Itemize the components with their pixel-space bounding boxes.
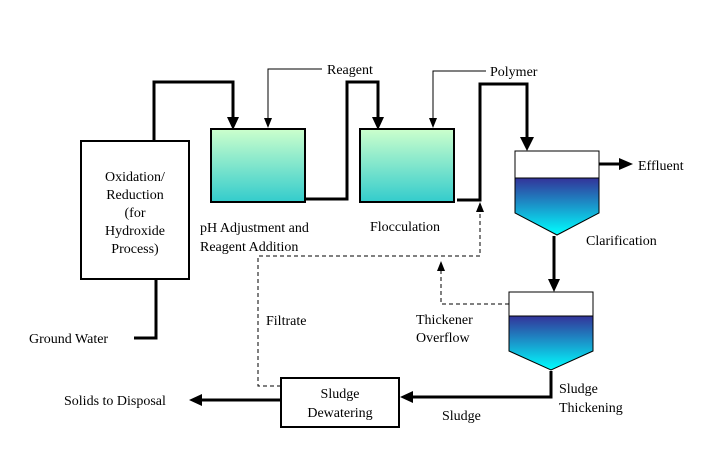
thickener-water <box>508 291 594 317</box>
ph-tank-inlet-arrow <box>227 117 239 130</box>
thickener-body <box>508 315 594 371</box>
sludge-line <box>411 371 553 399</box>
reagent-branch-line <box>305 80 380 201</box>
clarifier-body <box>514 177 600 236</box>
thickener-inlet-arrow <box>548 279 560 292</box>
clarifier-inlet-arrow <box>520 137 534 151</box>
sludge-dewatering-label-line-1: Sludge <box>321 387 360 402</box>
thickener-overflow-arrow <box>437 261 445 271</box>
sludge-label: Sludge <box>442 409 481 424</box>
flocculation-tank <box>359 128 455 203</box>
oxidation-label-line-2: Reduction <box>106 188 164 203</box>
ph-adjustment-label-line-1: pH Adjustment and <box>200 221 309 236</box>
filtrate-arrow <box>476 202 484 212</box>
sludge-dewatering-box <box>280 377 400 428</box>
polymer-feed-line <box>432 70 486 119</box>
sludge-arrow <box>400 391 413 403</box>
polymer-label: Polymer <box>490 65 538 80</box>
thickener-overflow-line <box>440 270 509 305</box>
reagent-feed-line <box>267 68 322 119</box>
oxidation-label-line-1: Oxidation/ <box>105 170 165 185</box>
oxidation-reduction-unit: Oxidation/ Reduction (for Hydroxide Proc… <box>80 140 190 280</box>
reagent-arrow <box>264 118 272 128</box>
oxidation-label-line-5: Process) <box>111 242 159 257</box>
effluent-arrow <box>619 158 633 170</box>
ground-water-line <box>134 279 158 340</box>
reagent-label: Reagent <box>327 63 373 78</box>
sludge-thickening-label-line-2: Thickening <box>559 401 623 416</box>
filtrate-line <box>257 212 481 387</box>
thickener <box>508 291 594 371</box>
oxidation-reduction-box <box>80 140 190 280</box>
ground-water-label: Ground Water <box>29 332 108 347</box>
flocculation-to-clarifier-line <box>457 82 529 202</box>
clarifier-water <box>514 150 600 179</box>
oxidation-label-line-3: (for <box>125 206 146 221</box>
thickener-overflow-label-line-2: Overflow <box>416 331 471 346</box>
clarification-label: Clarification <box>586 234 657 249</box>
clarifier <box>514 150 600 236</box>
flocculation-inlet-arrow <box>372 117 384 130</box>
flocculation-label: Flocculation <box>370 220 440 235</box>
oxidation-to-ph-line <box>152 80 235 141</box>
ph-adjustment-tank <box>210 128 306 203</box>
solids-to-disposal-label: Solids to Disposal <box>64 394 166 409</box>
solids-to-disposal-arrow <box>189 394 202 406</box>
oxidation-label-line-4: Hydroxide <box>105 224 165 239</box>
effluent-label: Effluent <box>638 159 684 174</box>
filtrate-label: Filtrate <box>266 314 306 329</box>
thickener-overflow-label-line-1: Thickener <box>416 313 473 328</box>
sludge-dewatering-label-line-2: Dewatering <box>307 406 372 421</box>
sludge-thickening-label-line-1: Sludge <box>559 382 598 397</box>
polymer-arrow <box>429 118 437 128</box>
ph-adjustment-label-line-2: Reagent Addition <box>200 240 298 255</box>
